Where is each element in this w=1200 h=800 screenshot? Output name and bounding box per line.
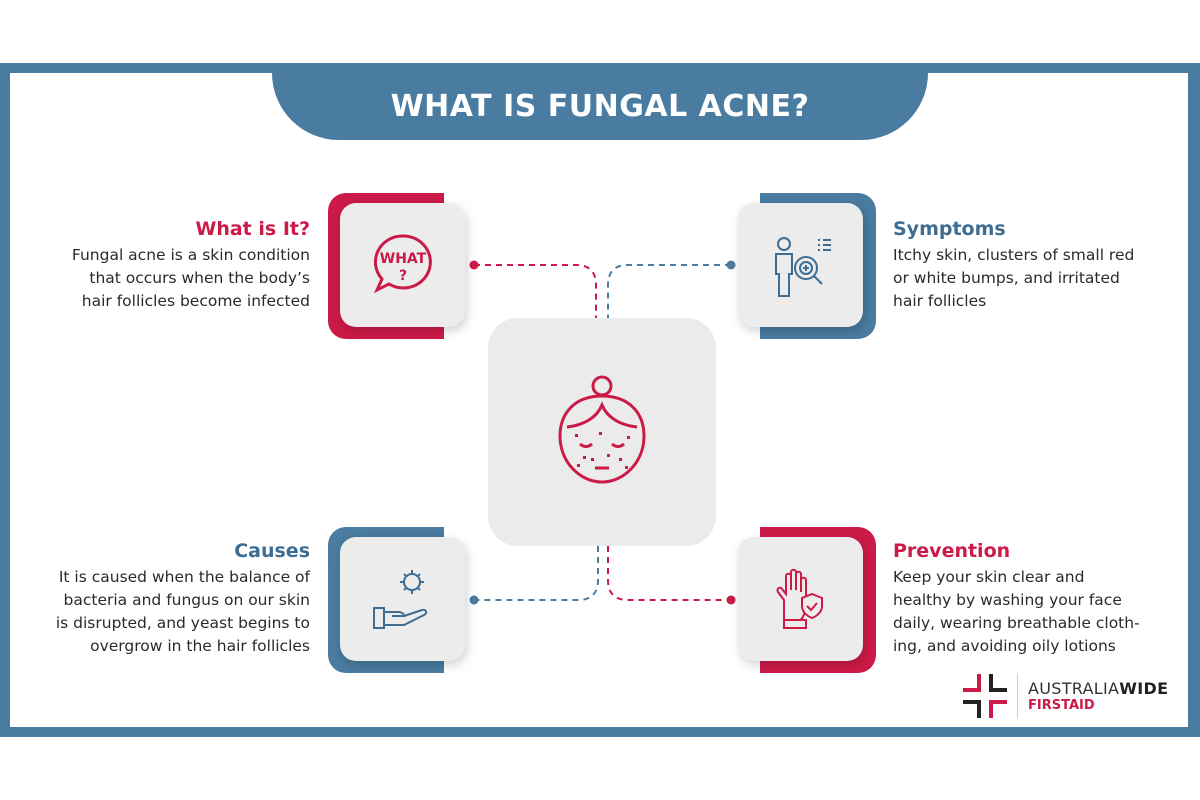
section-prevention: Prevention Keep your skin clear and healt…	[893, 540, 1193, 658]
hand-shield-icon	[776, 568, 823, 629]
text-line: ing, and avoiding oily lotions	[893, 637, 1116, 655]
logo-divider	[1017, 673, 1018, 719]
brand-logo: AUSTRALIAWIDE FIRSTAID	[963, 673, 1168, 719]
text-line: or white bumps, and irritated	[893, 269, 1120, 287]
what-speech-bubble-icon: WHAT ?	[373, 234, 432, 294]
title-banner: WHAT IS FUNGAL ACNE?	[272, 73, 928, 140]
dot-what	[469, 260, 479, 270]
text-line: Itchy skin, clusters of small red	[893, 246, 1135, 264]
connector-symptoms	[607, 264, 731, 318]
text-line: bacteria and fungus on our skin	[63, 591, 310, 609]
heading-causes: Causes	[234, 540, 310, 562]
dot-symptoms	[726, 260, 736, 270]
face-acne-icon	[558, 375, 646, 484]
heading-what: What is It?	[195, 218, 310, 240]
dot-prevention	[726, 595, 736, 605]
section-what: What is It? Fungal acne is a skin condit…	[10, 218, 310, 313]
logo-line1: AUSTRALIAWIDE	[1028, 679, 1169, 698]
page-title: WHAT IS FUNGAL ACNE?	[390, 89, 810, 124]
svg-text:?: ?	[398, 268, 406, 284]
text-line: hair follicles	[893, 292, 987, 310]
text-line: Keep your skin clear and	[893, 568, 1085, 586]
logo-line2: FIRSTAID	[1028, 698, 1095, 713]
text-line: is disrupted, and yeast begins to	[55, 614, 310, 632]
center-box	[488, 318, 716, 546]
connector-what	[474, 264, 597, 318]
hand-germ-icon	[372, 570, 427, 629]
cross-logo-icon	[963, 674, 1007, 718]
section-causes: Causes It is caused when the balance of b…	[10, 540, 310, 658]
svg-text:WHAT: WHAT	[379, 251, 426, 267]
heading-symptoms: Symptoms	[893, 218, 1006, 240]
text-line: Fungal acne is a skin condition	[71, 246, 310, 264]
text-line: daily, wearing breathable cloth-	[893, 614, 1140, 632]
text-line: overgrow in the hair follicles	[90, 637, 310, 655]
heading-prevention: Prevention	[893, 540, 1011, 562]
icon-box-prevention	[738, 537, 863, 661]
person-magnifier-icon	[774, 237, 831, 297]
text-line: It is caused when the balance of	[58, 568, 310, 586]
section-symptoms: Symptoms Itchy skin, clusters of small r…	[893, 218, 1193, 313]
icon-box-what: WHAT ?	[340, 203, 465, 327]
text-line: healthy by washing your face	[893, 591, 1122, 609]
dot-causes	[469, 595, 479, 605]
icon-box-causes	[340, 537, 465, 661]
icon-box-symptoms	[738, 203, 863, 327]
text-line: that occurs when the body’s	[89, 269, 310, 287]
connector-causes	[474, 546, 599, 601]
connector-prevention	[607, 546, 731, 601]
text-line: hair follicles become infected	[81, 292, 310, 310]
